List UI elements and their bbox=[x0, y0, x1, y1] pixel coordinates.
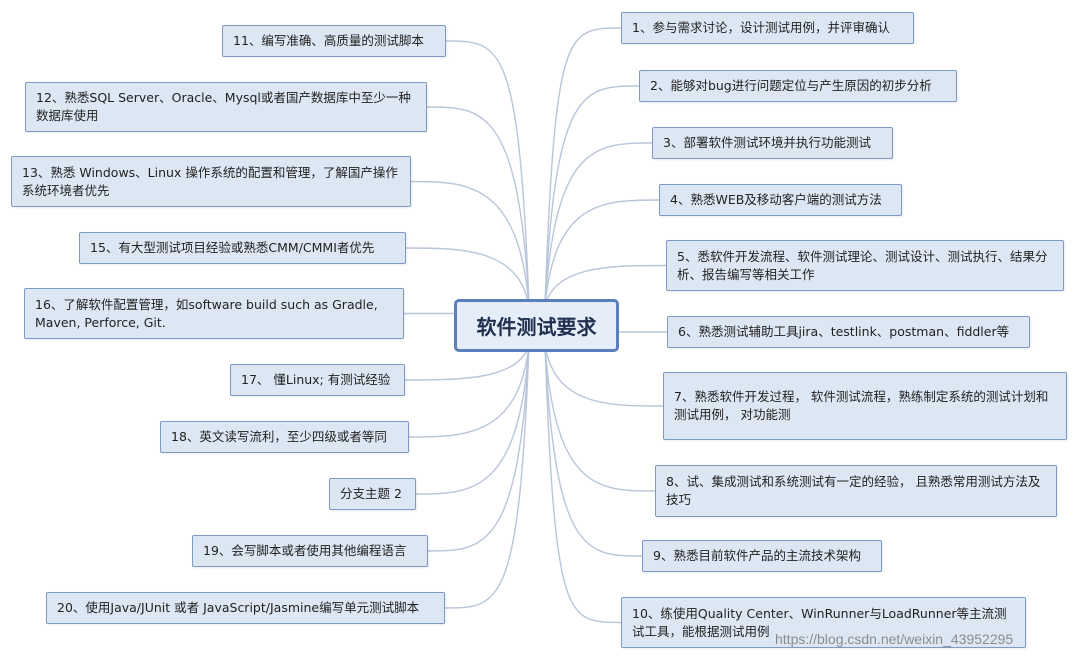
connector-line bbox=[427, 344, 530, 552]
connector-line bbox=[404, 344, 530, 381]
branch-1[interactable]: 1、参与需求讨论，设计测试用例，并评审确认 bbox=[621, 12, 914, 44]
connector-line bbox=[544, 344, 656, 492]
branch-16[interactable]: 16、了解软件配置管理，如software build such as Grad… bbox=[24, 288, 404, 339]
connector-line bbox=[544, 199, 660, 307]
branch-11[interactable]: 11、编写准确、高质量的测试脚本 bbox=[222, 25, 446, 57]
connector-line bbox=[544, 344, 622, 624]
connector-line bbox=[410, 180, 530, 307]
connector-line bbox=[405, 247, 530, 307]
connector-line bbox=[445, 40, 530, 307]
branch-15[interactable]: 15、有大型测试项目经验或熟悉CMM/CMMI者优先 bbox=[79, 232, 406, 264]
connector-line bbox=[544, 85, 640, 307]
branch-20[interactable]: 20、使用Java/JUnit 或者 JavaScript/Jasmine编写单… bbox=[46, 592, 445, 624]
connector-line bbox=[444, 344, 530, 609]
branch-5[interactable]: 5、悉软件开发流程、软件测试理论、测试设计、测试执行、结果分析、报告编写等相关工… bbox=[666, 240, 1064, 291]
branch-12[interactable]: 12、熟悉SQL Server、Oracle、Mysql或者国产数据库中至少一种… bbox=[25, 82, 427, 132]
root-topic[interactable]: 软件测试要求 bbox=[454, 299, 619, 352]
branch-19[interactable]: 19、会写脚本或者使用其他编程语言 bbox=[192, 535, 428, 567]
branch-3[interactable]: 3、部署软件测试环境并执行功能测试 bbox=[652, 127, 893, 159]
connector-line bbox=[544, 27, 622, 307]
connector-line bbox=[544, 264, 667, 307]
branch-2[interactable]: 2、能够对bug进行问题定位与产生原因的初步分析 bbox=[639, 70, 957, 102]
connector-line bbox=[544, 344, 664, 407]
connector-line bbox=[408, 344, 530, 438]
branch-6[interactable]: 6、熟悉测试辅助工具jira、testlink、postman、fiddler等 bbox=[667, 316, 1030, 348]
connector-line bbox=[544, 344, 643, 557]
branch-7[interactable]: 7、熟悉软件开发过程， 软件测试流程，熟练制定系统的测试计划和测试用例， 对功能… bbox=[663, 372, 1067, 440]
connector-line bbox=[415, 344, 530, 495]
branch-18[interactable]: 18、英文读写流利，至少四级或者等同 bbox=[160, 421, 409, 453]
branch-8[interactable]: 8、试、集成测试和系统测试有一定的经验， 且熟悉常用测试方法及技巧 bbox=[655, 465, 1057, 517]
branch-subtopic-2[interactable]: 分支主题 2 bbox=[329, 478, 416, 510]
watermark: https://blog.csdn.net/weixin_43952295 bbox=[775, 631, 1014, 647]
branch-13[interactable]: 13、熟悉 Windows、Linux 操作系统的配置和管理，了解国产操作系统环… bbox=[11, 156, 411, 207]
connector-line bbox=[544, 142, 653, 307]
branch-10[interactable]: 10、练使用Quality Center、WinRunner与LoadRunne… bbox=[621, 597, 1026, 648]
connector-line bbox=[426, 106, 530, 307]
branch-9[interactable]: 9、熟悉目前软件产品的主流技术架构 bbox=[642, 540, 882, 572]
branch-4[interactable]: 4、熟悉WEB及移动客户端的测试方法 bbox=[659, 184, 902, 216]
branch-17[interactable]: 17、 懂Linux; 有测试经验 bbox=[230, 364, 405, 396]
